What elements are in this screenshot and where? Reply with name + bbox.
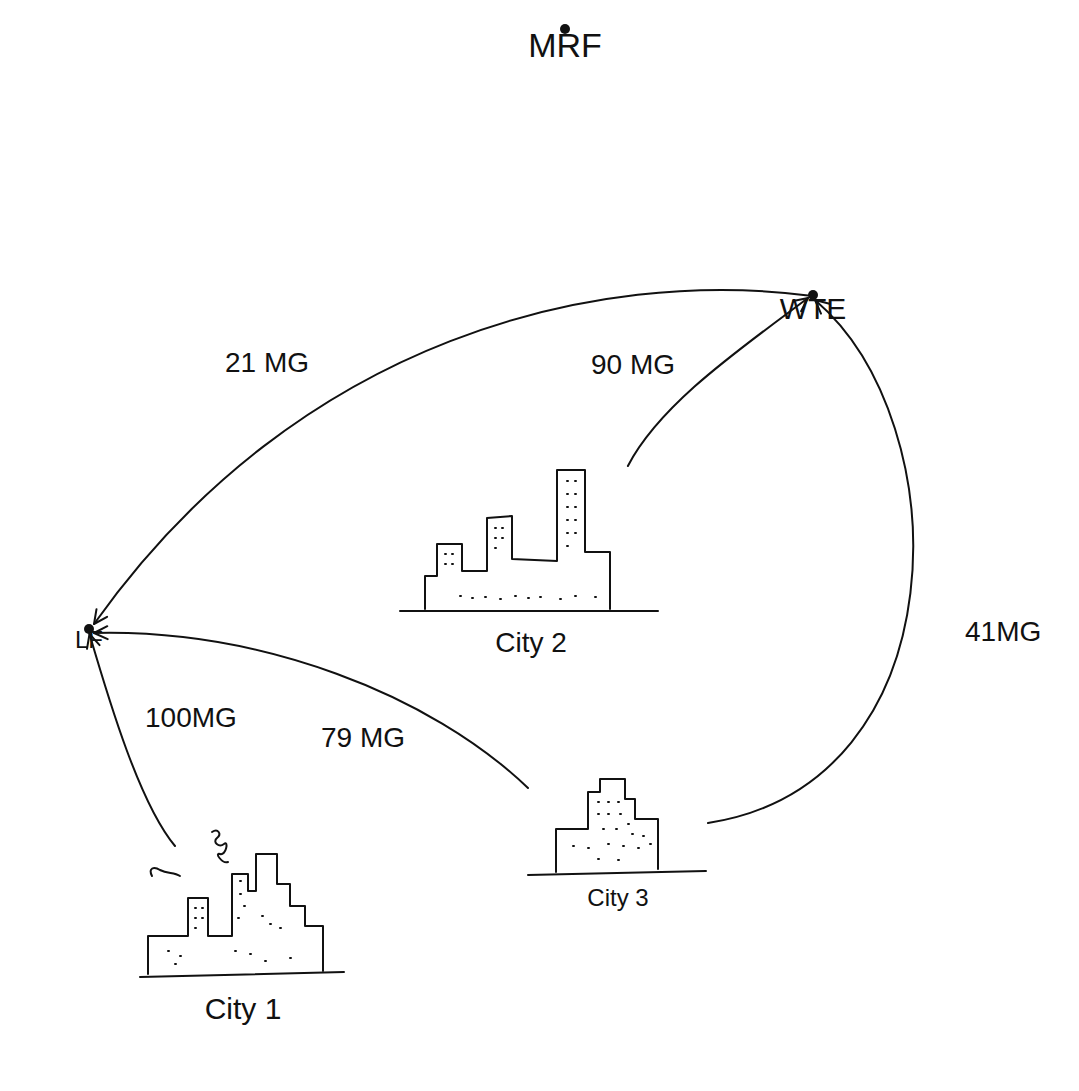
canvas: MRF WTE City 2 LF City 3 City 1 21 MG 90 MG 41MG… [0, 4, 1079, 1091]
city-node: City 1 [140, 846, 346, 1028]
facility-label: WTE [780, 292, 847, 327]
flow-connectors [0, 4, 1079, 1091]
flow-quantity: 21 MG [222, 347, 312, 379]
flow-quantity: 90 MG [588, 349, 678, 381]
city-illustrations [0, 4, 1079, 1091]
flow-arrow [708, 300, 913, 823]
city-skyline [140, 831, 344, 977]
flow-quantity: 100MG [142, 702, 240, 734]
flow-arrow [87, 634, 175, 846]
facility-node: LF [84, 624, 94, 634]
city-node: City 2 [400, 466, 662, 661]
facility-label: MRF [528, 26, 602, 65]
flow-arrow [94, 290, 808, 624]
city-caption: City 1 [205, 992, 282, 1027]
city-node: City 3 [528, 774, 708, 914]
facility-label: LF [75, 626, 103, 654]
city-caption: City 3 [587, 884, 648, 912]
city-skyline [528, 779, 706, 875]
city-skyline [400, 470, 658, 611]
flow-arrow [94, 626, 528, 788]
flow-quantity: 79 MG [318, 722, 408, 754]
city-caption: City 2 [495, 627, 567, 659]
facility-node: MRF [560, 24, 570, 34]
facility-node: WTE [808, 290, 818, 300]
flow-quantity: 41MG [962, 616, 1044, 648]
